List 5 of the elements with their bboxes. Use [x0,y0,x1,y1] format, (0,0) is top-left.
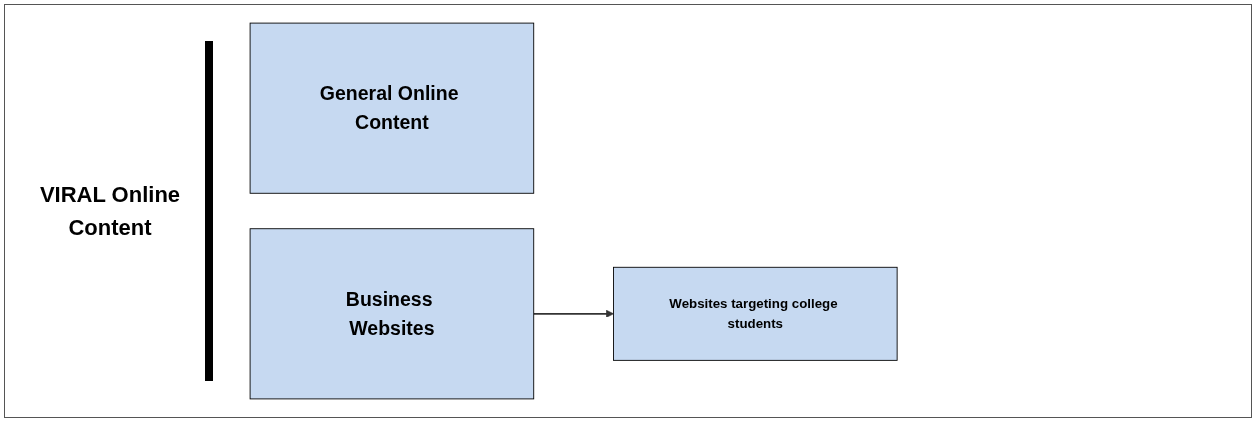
node-box: Websites targeting college students [613,266,898,361]
node-box: Business Websites [249,228,535,400]
arrow [532,309,614,318]
side-heading: VIRAL Online Content [38,181,182,242]
node-box: General Online Content [249,22,535,194]
